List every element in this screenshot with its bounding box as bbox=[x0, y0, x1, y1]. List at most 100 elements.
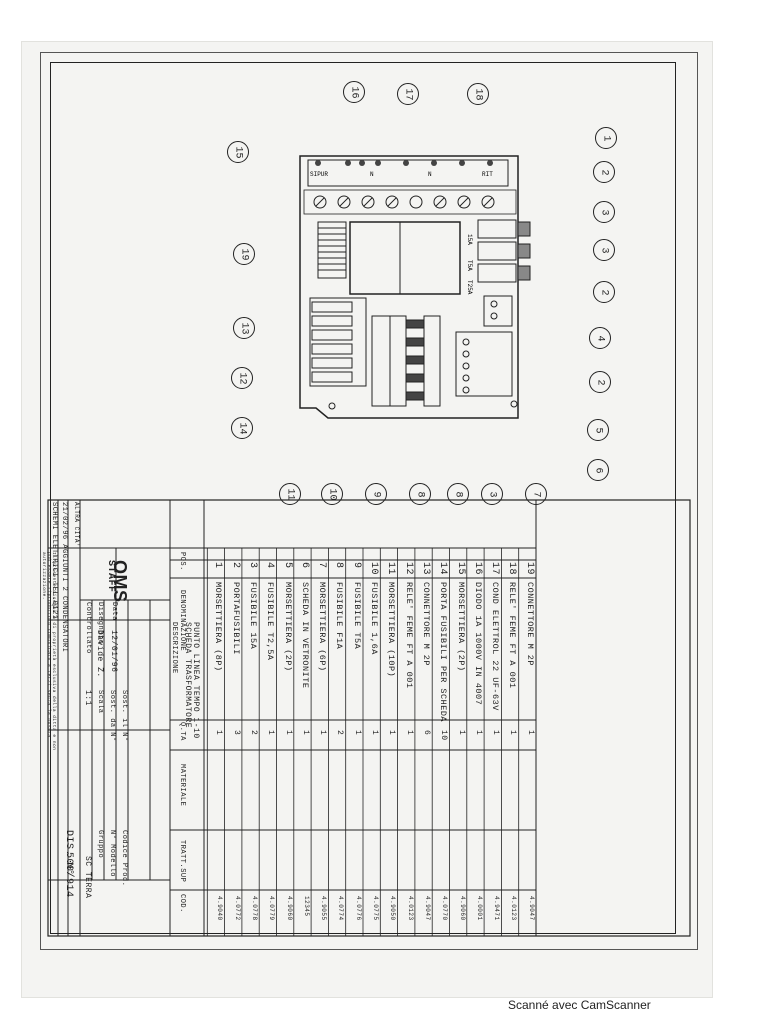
bom-desc: FUSIBILE T2,5A bbox=[265, 582, 276, 661]
bom-code: 4.9047 bbox=[527, 896, 535, 921]
bom-code: 4.0770 bbox=[441, 896, 449, 921]
bom-qty: 1 bbox=[508, 730, 518, 736]
callout-19: 19 bbox=[233, 243, 255, 265]
bom-desc: CONNETTORE M 2P bbox=[420, 582, 431, 667]
bom-qty: 1 bbox=[352, 730, 362, 736]
bom-code: 4.0779 bbox=[268, 896, 276, 921]
bom-pos: 2 bbox=[229, 562, 241, 569]
codice-label: Codice Prod. bbox=[120, 830, 128, 887]
header-denominazione: DENOMINAZIONE bbox=[178, 590, 186, 652]
bom-desc: PORTA FUSIBILI PER SCHEDA bbox=[438, 582, 449, 723]
callout-1: 1 bbox=[595, 127, 617, 149]
callout-10: 10 bbox=[321, 483, 343, 505]
bom-code: 4.9050 bbox=[389, 896, 397, 921]
bom-qty: 2 bbox=[248, 730, 258, 736]
bom-pos: 11 bbox=[385, 562, 397, 576]
bom-pos: 17 bbox=[489, 562, 501, 576]
callout-3: 3 bbox=[481, 483, 503, 505]
svg-text:SIPUR: SIPUR bbox=[310, 171, 328, 178]
drawing-border-outer bbox=[40, 52, 698, 950]
legal-note: Il presente disegno è di proprietà esclu… bbox=[41, 552, 56, 751]
terminal-block-right bbox=[455, 331, 513, 397]
bom-desc: MORSETTIERA (2P) bbox=[455, 582, 466, 672]
bom-qty: 1 bbox=[283, 730, 293, 736]
bom-pos: 15 bbox=[454, 562, 466, 576]
bom-qty: 1 bbox=[456, 730, 466, 736]
transformer bbox=[349, 221, 461, 295]
bom-code: 4.0776 bbox=[354, 896, 362, 921]
terminal-block-top bbox=[307, 159, 509, 187]
bom-code: 4.0774 bbox=[337, 896, 345, 921]
scanned-sheet bbox=[22, 42, 712, 997]
bom-qty: 1 bbox=[214, 730, 224, 736]
bom-code: 4.9060 bbox=[285, 896, 293, 921]
bom-pos: 3 bbox=[246, 562, 258, 569]
callout-2: 2 bbox=[593, 161, 615, 183]
header-pos: POS. bbox=[178, 552, 186, 571]
dis-value: 500/914 bbox=[63, 852, 74, 898]
bom-desc: RELE' FEME FT A 001 bbox=[507, 582, 518, 689]
bom-qty: 1 bbox=[300, 730, 310, 736]
bom-code: 4.0775 bbox=[372, 896, 379, 921]
svg-text:N: N bbox=[428, 171, 432, 178]
callout-3: 3 bbox=[593, 239, 615, 261]
data-value: 12/01/96 bbox=[109, 630, 118, 673]
bom-qty: 1 bbox=[370, 730, 379, 736]
bom-pos: 4 bbox=[264, 562, 276, 569]
connector-small bbox=[483, 295, 513, 327]
heatsink bbox=[317, 221, 347, 279]
bom-pos: 12 bbox=[402, 562, 414, 576]
disegnato-value: Davide Z. bbox=[95, 630, 104, 678]
header-materiale: MATERIALE bbox=[178, 764, 186, 807]
header-trattamento: TRATT.SUP bbox=[178, 840, 186, 883]
bom-pos: 7 bbox=[316, 562, 328, 569]
bom-qty: 1 bbox=[473, 730, 483, 736]
revision-note: 21/02/96 AGGIUNTI 2 CONDENSATORI bbox=[60, 502, 68, 653]
gruppo-label: Gruppo bbox=[96, 830, 104, 859]
bom-desc: FUSIBILE T5A bbox=[351, 582, 362, 650]
callout-11: 11 bbox=[279, 483, 301, 505]
bom-desc: COND ELETTROL 22 UF-63V bbox=[490, 582, 501, 711]
bom-desc: MORSETTIERA (2P) bbox=[282, 582, 293, 672]
callout-16: 16 bbox=[343, 81, 365, 103]
bom-desc: FUSIBILE 15A bbox=[247, 582, 258, 650]
pcb-drawing: SIPUR N N RIT 15A T5A T25A bbox=[299, 155, 531, 419]
stamp-text: ALTRA CITA' bbox=[73, 502, 80, 548]
relay-area bbox=[309, 297, 367, 387]
scan-caption: Scanné avec CamScanner bbox=[508, 998, 651, 1012]
header-qta: Q.TA bbox=[178, 722, 186, 741]
callout-8: 8 bbox=[409, 483, 431, 505]
bom-qty: 1 bbox=[266, 730, 276, 736]
bom-desc: MORSETTIERA (6P) bbox=[317, 582, 328, 672]
sost-da-label: Sost. da N° bbox=[108, 690, 116, 742]
gruppo-value: SC TERRA bbox=[83, 856, 92, 899]
bom-pos: 16 bbox=[471, 562, 483, 576]
callout-5: 5 bbox=[587, 419, 609, 441]
svg-text:15A: 15A bbox=[466, 234, 473, 245]
callout-15: 15 bbox=[227, 141, 249, 163]
bom-code: 4.0123 bbox=[406, 896, 414, 921]
fuse-column bbox=[371, 315, 441, 407]
top-pins bbox=[315, 160, 493, 166]
terminal-screws bbox=[313, 195, 495, 209]
callout-17: 17 bbox=[397, 83, 419, 105]
callout-4: 4 bbox=[589, 327, 611, 349]
callout-13: 13 bbox=[233, 317, 255, 339]
callout-9: 9 bbox=[365, 483, 387, 505]
bom-code: 4.0123 bbox=[510, 896, 518, 921]
company-sub: STAFF bbox=[105, 560, 116, 593]
bom-desc: PORTAFUSIBILI bbox=[230, 582, 241, 655]
board-outline bbox=[299, 155, 519, 419]
scala-label: Scala bbox=[96, 690, 104, 714]
bom-desc: MORSETTIERA (10P) bbox=[386, 582, 397, 678]
bom-code: 4.0772 bbox=[233, 896, 241, 921]
bom-code: 4.9055 bbox=[320, 896, 328, 921]
bom-qty: 1 bbox=[525, 730, 535, 736]
header-cod: COD. bbox=[178, 894, 186, 913]
data-label: Data bbox=[110, 602, 118, 621]
controllato-label: Controllato bbox=[84, 602, 92, 654]
bom-desc: FUSIBILE F1A bbox=[334, 582, 345, 650]
bom-pos: 6 bbox=[298, 562, 310, 569]
sost-label: Sost. il N° bbox=[120, 690, 128, 742]
bom-desc: FUSIBILE 1,6A bbox=[369, 582, 379, 655]
